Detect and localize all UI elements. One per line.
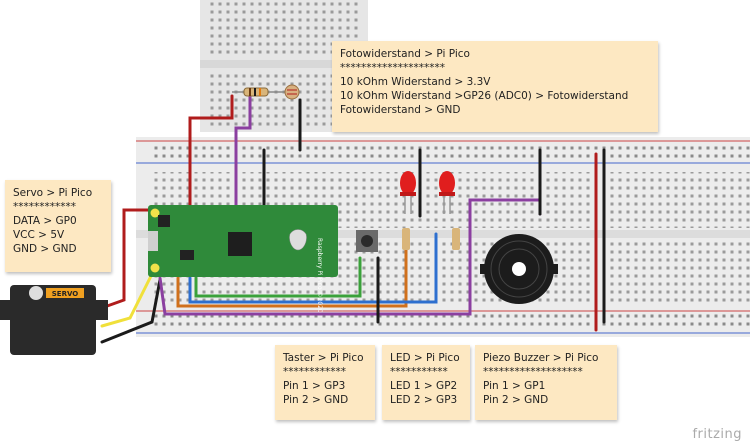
wires <box>94 94 606 344</box>
note-line: Fotowiderstand > GND <box>340 104 461 116</box>
led-2 <box>439 171 460 250</box>
photoresistor <box>284 84 300 100</box>
note-buzzer: Piezo Buzzer > Pi Pico *****************… <box>475 345 617 420</box>
note-title: Taster > Pi Pico <box>283 352 364 364</box>
note-title: Fotowiderstand > Pi Pico <box>340 48 470 60</box>
note-servo: Servo > Pi Pico ************ DATA > GP0 … <box>5 180 111 272</box>
pico-label: Raspberry Pi Pico ©2020 <box>316 238 323 313</box>
note-separator: ******************* <box>483 366 583 378</box>
note-title: Servo > Pi Pico <box>13 187 93 199</box>
wire-purple-adc <box>234 94 252 210</box>
wire-blue <box>188 232 438 304</box>
note-line: VCC > 5V <box>13 229 65 241</box>
note-title: Piezo Buzzer > Pi Pico <box>483 352 599 364</box>
servo-label: SERVO <box>52 290 79 298</box>
servo-motor: SERVO <box>0 285 108 355</box>
note-line: Pin 1 > GP1 <box>483 380 546 392</box>
wire-orange <box>176 228 408 308</box>
photoresistor-circuit <box>232 84 300 100</box>
fritzing-logo: fritzing <box>692 427 742 442</box>
note-line: Pin 1 > GP3 <box>283 380 346 392</box>
note-line: DATA > GP0 <box>13 215 77 227</box>
wire-red-3v3 <box>188 94 234 212</box>
note-separator: ************ <box>283 366 346 378</box>
note-title: LED > Pi Pico <box>390 352 460 364</box>
wire-green <box>194 256 362 298</box>
note-separator: ************ <box>13 201 76 213</box>
raspberry-pi-pico: Raspberry Pi Pico ©2020 <box>148 205 338 313</box>
note-led: LED > Pi Pico *********** LED 1 > GP2 LE… <box>382 345 470 420</box>
note-separator: ******************** <box>340 62 445 74</box>
note-line: LED 2 > GP3 <box>390 394 458 406</box>
wire-yellow-servo <box>100 266 157 328</box>
note-button: Taster > Pi Pico ************ Pin 1 > GP… <box>275 345 375 420</box>
note-photoresistor: Fotowiderstand > Pi Pico ***************… <box>332 41 658 132</box>
note-line: LED 1 > GP2 <box>390 380 458 392</box>
led-1 <box>400 171 416 250</box>
push-button <box>356 230 378 252</box>
wire-black-servo <box>100 278 162 344</box>
note-line: Pin 2 > GND <box>283 394 349 406</box>
note-separator: *********** <box>390 366 448 378</box>
wire-red-servo <box>94 208 157 312</box>
note-line: 10 kOhm Widerstand > 3.3V <box>340 76 491 88</box>
note-line: Pin 2 > GND <box>483 394 549 406</box>
note-line: 10 kOhm Widerstand >GP26 (ADC0) > Fotowi… <box>340 90 629 102</box>
note-line: GND > GND <box>13 243 77 255</box>
piezo-buzzer <box>480 234 558 304</box>
